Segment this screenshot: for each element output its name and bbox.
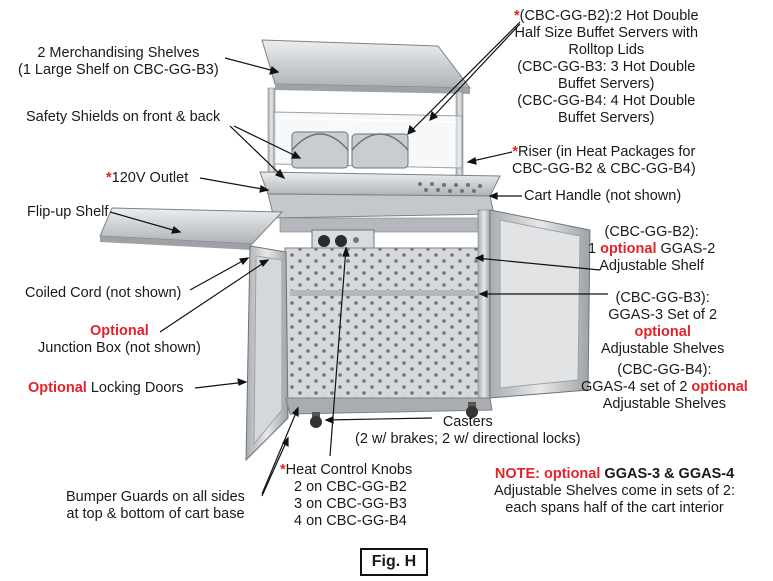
casters — [310, 402, 478, 428]
outlet-asterisk: * — [106, 170, 112, 186]
knobs-asterisk: * — [280, 462, 286, 478]
shelves-line-1: 2 Merchandising Shelves — [37, 45, 200, 61]
adj-b4-line-3: Adjustable Shelves — [602, 396, 727, 412]
label-junction-box: Optional Junction Box (not shown) — [38, 323, 201, 357]
doors-text: Locking Doors — [86, 380, 184, 396]
riser-line-1: *Riser (in Heat Packages for — [512, 144, 696, 161]
label-merchandising-shelves: 2 Merchandising Shelves (1 Large Shelf o… — [18, 45, 219, 79]
note-optional: optional — [544, 466, 601, 482]
adj-b3-line-2: GGAS-3 Set of 2 — [608, 307, 718, 323]
riser — [259, 171, 501, 197]
adj-b4-line-1: (CBC-GG-B4): — [617, 362, 712, 378]
adj-b2-line-1: (CBC-GG-B2): — [604, 224, 699, 240]
adj-b4-optional: optional — [691, 379, 748, 395]
bumper-line-2: at top & bottom of cart base — [66, 506, 245, 522]
casters-line-1: Casters — [442, 414, 493, 430]
note-line-2: Adjustable Shelves come in sets of 2: — [494, 483, 735, 499]
knobs-line-4: 4 on CBC-GG-B4 — [294, 513, 407, 529]
knobs-line-1: *Heat Control Knobs — [280, 462, 412, 479]
label-buffet-servers: *(CBC-GG-B2):2 Hot Double Half Size Buff… — [514, 8, 699, 127]
label-coiled-cord: Coiled Cord (not shown) — [25, 285, 182, 301]
control-panel — [311, 229, 375, 253]
right-door — [489, 209, 591, 399]
label-adjustable-shelf-b2: (CBC-GG-B2): 1 optional GGAS-2 Adjustabl… — [588, 224, 715, 275]
label-bumper-guards: Bumper Guards on all sides at top & bott… — [66, 489, 245, 523]
junction-text: Junction Box (not shown) — [38, 340, 201, 356]
knobs-title: Heat Control Knobs — [285, 462, 413, 478]
label-safety-shields: Safety Shields on front & back — [26, 109, 221, 125]
adj-b2-post: GGAS-2 — [656, 241, 716, 257]
cart-top — [267, 193, 495, 233]
adj-b2-optional: optional — [600, 241, 657, 257]
knobs-line-3: 3 on CBC-GG-B3 — [294, 496, 407, 512]
left-door — [245, 245, 289, 462]
servers-line-4: (CBC-GG-B3: 3 Hot Double — [517, 59, 696, 75]
figure-label: Fig. H — [360, 548, 428, 576]
adj-b4-line-2: GGAS-4 set of 2 optional — [581, 379, 748, 396]
label-casters: Casters (2 w/ brakes; 2 w/ directional l… — [355, 414, 581, 448]
cart-base — [285, 397, 493, 415]
note-head: NOTE: — [494, 466, 544, 482]
casters-line-2: (2 w/ brakes; 2 w/ directional locks) — [355, 431, 581, 447]
buffet-servers — [291, 131, 409, 169]
adj-b2-pre: 1 — [588, 241, 601, 257]
adj-b2-line-2: 1 optional GGAS-2 — [588, 241, 715, 258]
servers-asterisk: * — [514, 8, 520, 24]
riser-line-2: CBC-GG-B2 & CBC-GG-B4) — [512, 161, 696, 177]
label-flip-up-shelf: Flip-up Shelf — [27, 204, 109, 220]
adj-b3-line-1: (CBC-GG-B3): — [615, 290, 710, 306]
servers-line-1: *(CBC-GG-B2):2 Hot Double — [514, 8, 699, 25]
doors-optional: Optional — [28, 380, 87, 396]
label-adjustable-shelves-b3: (CBC-GG-B3): GGAS-3 Set of 2 optional Ad… — [601, 290, 724, 358]
adj-b2-line-3: Adjustable Shelf — [599, 258, 705, 274]
knobs-line-2: 2 on CBC-GG-B2 — [294, 479, 407, 495]
merchandising-shelf-top — [261, 39, 472, 94]
label-outlet: *120V Outlet — [106, 170, 188, 187]
flip-up-shelf — [99, 207, 284, 250]
servers-line-5: Buffet Servers) — [558, 76, 655, 92]
servers-line-3: Rolltop Lids — [568, 42, 645, 58]
servers-line-2: Half Size Buffet Servers with — [514, 25, 699, 41]
junction-optional: Optional — [90, 323, 149, 339]
note-line-3: each spans half of the cart interior — [505, 500, 724, 516]
bumper-line-1: Bumper Guards on all sides — [66, 489, 245, 505]
shelves-line-2: (1 Large Shelf on CBC-GG-B3) — [18, 62, 219, 78]
adj-b4-pre: GGAS-4 set of 2 — [581, 379, 692, 395]
riser-asterisk: * — [512, 144, 519, 160]
label-adjustable-shelves-b4: (CBC-GG-B4): GGAS-4 set of 2 optional Ad… — [581, 362, 748, 413]
servers-title: (CBC-GG-B2):2 Hot Double — [519, 8, 699, 24]
adj-b3-line-4: Adjustable Shelves — [601, 341, 725, 357]
note-line-1: NOTE: optional GGAS-3 & GGAS-4 — [494, 466, 735, 483]
servers-line-7: Buffet Servers) — [558, 110, 655, 126]
label-riser: *Riser (in Heat Packages for CBC-GG-B2 &… — [512, 144, 696, 178]
servers-line-6: (CBC-GG-B4: 4 Hot Double — [517, 93, 696, 109]
label-cart-handle: Cart Handle (not shown) — [524, 188, 682, 204]
note-models: GGAS-3 & GGAS-4 — [600, 466, 735, 482]
label-locking-doors: Optional Locking Doors — [28, 380, 184, 397]
outlet-text: 120V Outlet — [111, 170, 189, 186]
adj-b3-optional: optional — [634, 324, 691, 340]
note-adjustable-shelves: NOTE: optional GGAS-3 & GGAS-4 Adjustabl… — [494, 466, 735, 517]
leader-lines — [109, 21, 608, 497]
riser-title: Riser (in Heat Packages for — [518, 144, 696, 160]
label-heat-control-knobs: *Heat Control Knobs 2 on CBC-GG-B2 3 on … — [280, 462, 412, 530]
